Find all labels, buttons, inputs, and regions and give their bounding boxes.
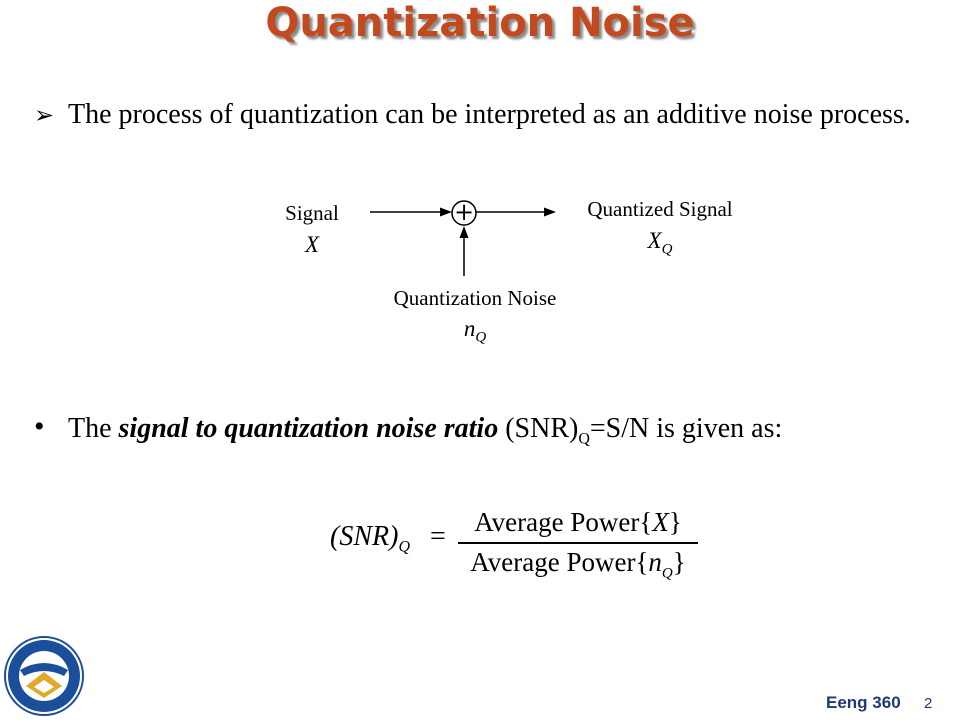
snr-subscript: Q xyxy=(578,430,590,448)
output-arrowhead xyxy=(544,207,556,217)
output-symbol-subscript: Q xyxy=(661,241,673,258)
snr-emphasis: signal to quantization noise ratio xyxy=(118,413,499,444)
bullet-text: The signal to quantization noise ratio (… xyxy=(68,410,934,459)
bullet-additive-noise: ➢ The process of quantization can be int… xyxy=(34,96,914,134)
output-symbol-base: X xyxy=(647,228,662,253)
plus-icon: + xyxy=(453,198,475,226)
noise-symbol: nQ xyxy=(350,316,600,351)
input-arrowhead xyxy=(440,207,452,217)
numerator-text: Average Power{ xyxy=(474,507,653,537)
input-signal-symbol: X xyxy=(304,232,320,257)
dot-bullet-icon: • xyxy=(34,410,45,443)
bullet-text: The process of quantization can be inter… xyxy=(68,99,911,130)
footer-course: Eeng 360 xyxy=(826,693,901,712)
input-signal-label: Signal xyxy=(285,201,339,225)
arrow-bullet-icon: ➢ xyxy=(34,101,55,129)
footer-page-number: 2 xyxy=(924,695,933,712)
denominator-symbol: n xyxy=(648,547,662,577)
snr-abbrev: (SNR) xyxy=(498,413,579,444)
noise-arrowhead xyxy=(459,226,469,238)
logo-arch xyxy=(20,663,68,676)
slide-title: Quantization Noise xyxy=(265,0,695,46)
denominator-subscript: Q xyxy=(661,565,673,582)
adder-circle xyxy=(451,200,477,226)
formula-lhs: (SNR)Q xyxy=(330,520,410,565)
numerator-symbol: X xyxy=(652,507,669,537)
formula-numerator: Average Power{X} xyxy=(458,506,698,538)
output-signal-symbol: XQ xyxy=(555,228,765,263)
snr-prefix: The xyxy=(68,413,119,444)
bullet-snr-definition: • The signal to quantization noise ratio… xyxy=(34,410,934,459)
numerator-close: } xyxy=(668,507,682,537)
snr-suffix: =S/N is given as: xyxy=(589,413,783,444)
fraction-bar xyxy=(458,542,698,544)
university-logo xyxy=(4,636,84,716)
formula-lhs-subscript: Q xyxy=(398,538,410,556)
output-signal-label: Quantized Signal xyxy=(587,197,733,221)
snr-formula: (SNR)Q = Average Power{X} Average Power{… xyxy=(330,502,710,584)
noise-symbol-base: n xyxy=(463,316,476,341)
logo-center-cutout xyxy=(34,680,54,693)
formula-lhs-base: (SNR) xyxy=(330,521,399,552)
denominator-text: Average Power{ xyxy=(470,547,649,577)
noise-label: Quantization Noise xyxy=(393,286,557,310)
noise-symbol-subscript: Q xyxy=(475,329,487,346)
denominator-close: } xyxy=(672,547,686,577)
formula-denominator: Average Power{nQ} xyxy=(458,546,698,589)
formula-equals: = xyxy=(430,521,446,552)
